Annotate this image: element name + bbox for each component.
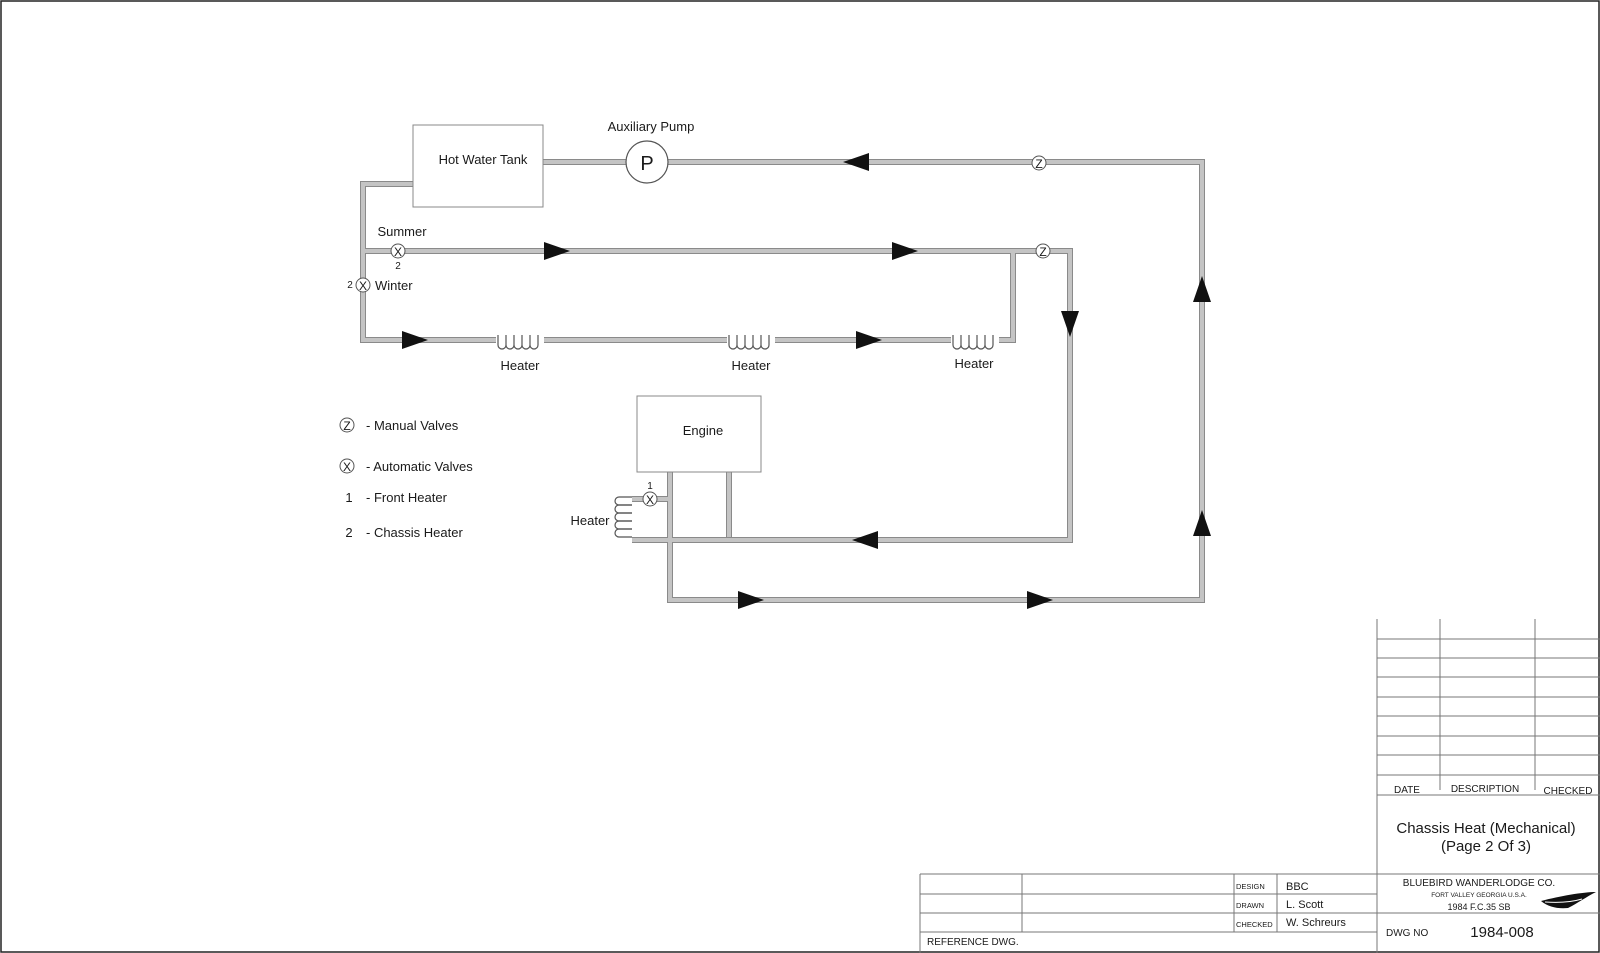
revision-header-checked: CHECKED — [1544, 786, 1593, 797]
pipe-network — [360, 159, 1205, 603]
legend-item-chassis-heater: 2 - Chassis Heater — [345, 525, 463, 540]
heater-2: Heater — [727, 334, 775, 373]
flow-arrow-left-return — [852, 531, 878, 549]
flow-arrow-up-2 — [1193, 510, 1211, 536]
legend-text: - Automatic Valves — [366, 459, 473, 474]
drawn-value: L. Scott — [1286, 899, 1323, 911]
legend-symbol: X — [343, 460, 351, 474]
flow-arrow-down-return — [1061, 311, 1079, 337]
auto-valve-engine-number: 1 — [647, 481, 653, 492]
heater-2-label: Heater — [731, 358, 771, 373]
company-name: BLUEBIRD WANDERLODGE CO. — [1403, 878, 1555, 889]
title-block — [919, 619, 1600, 953]
legend-text: - Manual Valves — [366, 418, 459, 433]
auto-valve-summer-number: 2 — [395, 261, 401, 272]
front-heater: Heater — [570, 496, 632, 538]
flow-arrows — [402, 153, 1211, 609]
heater-3-label: Heater — [954, 356, 994, 371]
flow-arrow-right-summer-1 — [544, 242, 570, 260]
flow-arrow-left-top — [843, 153, 869, 171]
legend-symbol: Z — [343, 419, 350, 433]
heater-3: Heater — [951, 334, 999, 371]
hot-water-tank-label: Hot Water Tank — [439, 152, 528, 167]
legend-symbol: 2 — [345, 525, 352, 540]
company-logo — [1541, 892, 1596, 909]
flow-arrow-up-1 — [1193, 276, 1211, 302]
manual-valve-top-symbol: Z — [1035, 157, 1042, 171]
revision-header-description: DESCRIPTION — [1451, 784, 1519, 795]
legend-item-front-heater: 1 - Front Heater — [345, 490, 447, 505]
manual-valve-summer-symbol: Z — [1039, 245, 1046, 259]
front-heater-label: Heater — [570, 513, 610, 528]
vehicle-model: 1984 F.C.35 SB — [1447, 902, 1510, 912]
manual-valve-top: Z — [1031, 155, 1047, 171]
dwg-no-label: DWG NO — [1386, 928, 1428, 939]
reference-dwg-label: REFERENCE DWG. — [927, 937, 1019, 948]
company-location: FORT VALLEY GEORGIA U.S.A. — [1431, 892, 1527, 899]
checked-label: CHECKED — [1236, 920, 1273, 929]
flow-arrow-right-bottom-2 — [1027, 591, 1053, 609]
title-block-text: DATE DESCRIPTION CHECKED Chassis Heat (M… — [927, 784, 1596, 948]
dwg-no-value: 1984-008 — [1470, 924, 1533, 941]
auxiliary-pump: P Auxiliary Pump — [608, 119, 695, 184]
flow-arrow-right-winter-1 — [402, 331, 428, 349]
winter-label: Winter — [375, 278, 413, 293]
legend-symbol: 1 — [345, 490, 352, 505]
design-label: DESIGN — [1236, 882, 1265, 891]
pump-symbol: P — [640, 153, 653, 175]
auto-valve-summer-symbol: X — [394, 245, 402, 259]
drawing-subtitle: (Page 2 Of 3) — [1441, 838, 1531, 855]
auto-valve-winter-symbol: X — [359, 279, 367, 293]
checked-value: W. Schreurs — [1286, 917, 1346, 929]
legend-text: - Chassis Heater — [366, 525, 463, 540]
legend-item-manual: Z - Manual Valves — [339, 417, 459, 433]
auto-valve-engine-symbol: X — [646, 493, 654, 507]
heater-1-label: Heater — [500, 358, 540, 373]
heater-1: Heater — [496, 334, 544, 373]
hot-water-tank: Hot Water Tank — [412, 124, 544, 208]
revision-header-date: DATE — [1394, 785, 1420, 796]
legend-item-automatic: X - Automatic Valves — [339, 458, 473, 474]
flow-arrow-right-bottom-1 — [738, 591, 764, 609]
drawn-label: DRAWN — [1236, 901, 1264, 910]
auto-valve-winter-number: 2 — [347, 280, 353, 291]
manual-valve-summer: Z — [1035, 243, 1051, 259]
design-value: BBC — [1286, 881, 1309, 893]
legend: Z - Manual Valves X - Automatic Valves 1… — [339, 417, 473, 540]
summer-label: Summer — [377, 224, 427, 239]
legend-text: - Front Heater — [366, 490, 448, 505]
flow-arrow-right-winter-2 — [856, 331, 882, 349]
auto-valve-summer: X 2 Summer — [377, 224, 427, 272]
auto-valve-winter: X 2 Winter — [347, 277, 413, 293]
engine: Engine — [636, 395, 762, 473]
drawing-title: Chassis Heat (Mechanical) — [1396, 820, 1575, 837]
flow-arrow-right-summer-2 — [892, 242, 918, 260]
auxiliary-pump-label: Auxiliary Pump — [608, 119, 695, 134]
engine-label: Engine — [683, 423, 723, 438]
auto-valve-engine: X 1 — [642, 481, 658, 507]
